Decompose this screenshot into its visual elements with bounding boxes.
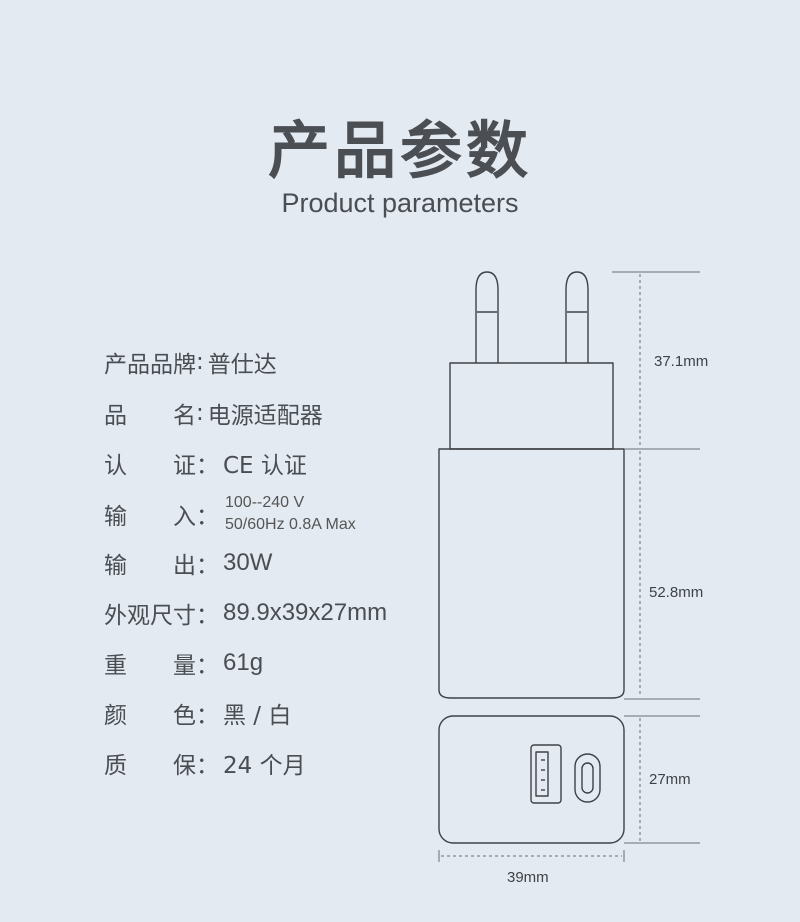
spec-separator: ： [196, 653, 219, 679]
spec-separator: : [196, 349, 204, 375]
plug-pin-left [475, 271, 499, 363]
spec-separator: ： [196, 703, 219, 729]
spec-row-weight: 重 量 ： 61g [104, 643, 263, 683]
spec-label: 重 量 [104, 653, 196, 679]
spec-value: 电源适配器 [207, 403, 323, 429]
spec-separator: ： [196, 603, 219, 629]
spec-label: 品 名 [104, 403, 196, 429]
spec-value: 61g [223, 649, 264, 676]
plug-base [449, 362, 614, 450]
dimension-label-width: 39mm [507, 869, 549, 886]
spec-row-brand: 产品品牌 : 普仕达 [104, 342, 277, 382]
spec-row-input: 输 入 ： 100--240 V 50/60Hz 0.8A Max [104, 494, 356, 534]
page-subtitle: Product parameters [281, 188, 519, 218]
spec-value: 24 个月 [223, 753, 306, 779]
charger-bottom-view [438, 715, 625, 844]
spec-value: CE 认证 [223, 453, 307, 479]
spec-value-line: 100--240 V [225, 494, 305, 511]
spec-separator: ： [196, 504, 219, 530]
spec-label: 输 出 [104, 553, 196, 579]
spec-value: 30W [223, 549, 273, 576]
spec-row-warranty: 质 保 ： 24 个月 [104, 743, 306, 783]
spec-value: 100--240 V 50/60Hz 0.8A Max [225, 492, 356, 536]
usb-c-port [574, 753, 601, 803]
charger-body [438, 448, 625, 699]
spec-separator: ： [196, 453, 219, 479]
spec-separator: ： [196, 553, 219, 579]
spec-value: 普仕达 [207, 352, 277, 378]
spec-row-certification: 认 证 ： CE 认证 [104, 443, 307, 483]
spec-label: 质 保 [104, 753, 196, 779]
spec-label: 认 证 [104, 453, 196, 479]
spec-label: 颜 色 [104, 703, 196, 729]
spec-separator: ： [196, 753, 219, 779]
spec-label: 产品品牌 [104, 352, 196, 378]
page-title: 产品参数 [267, 114, 532, 187]
spec-value: 黑 / 白 [223, 703, 292, 729]
spec-label: 输 入 [104, 504, 196, 530]
spec-value-line: 50/60Hz 0.8A Max [225, 516, 356, 533]
spec-row-color: 颜 色 ： 黑 / 白 [104, 693, 291, 733]
usb-a-port [530, 744, 562, 804]
spec-separator: : [196, 400, 204, 426]
dimension-label-depth: 27mm [649, 771, 691, 788]
spec-row-size: 外观尺寸 ： 89.9x39x27mm [104, 593, 387, 633]
dimension-label-plug-height: 37.1mm [654, 353, 709, 370]
spec-label: 外观尺寸 [104, 603, 196, 629]
dimension-label-body-height: 52.8mm [649, 584, 704, 601]
plug-pin-right [565, 271, 589, 363]
spec-row-output: 输 出 ： 30W [104, 543, 272, 583]
spec-row-name: 品 名 : 电源适配器 [104, 393, 323, 433]
spec-value: 89.9x39x27mm [223, 599, 388, 626]
